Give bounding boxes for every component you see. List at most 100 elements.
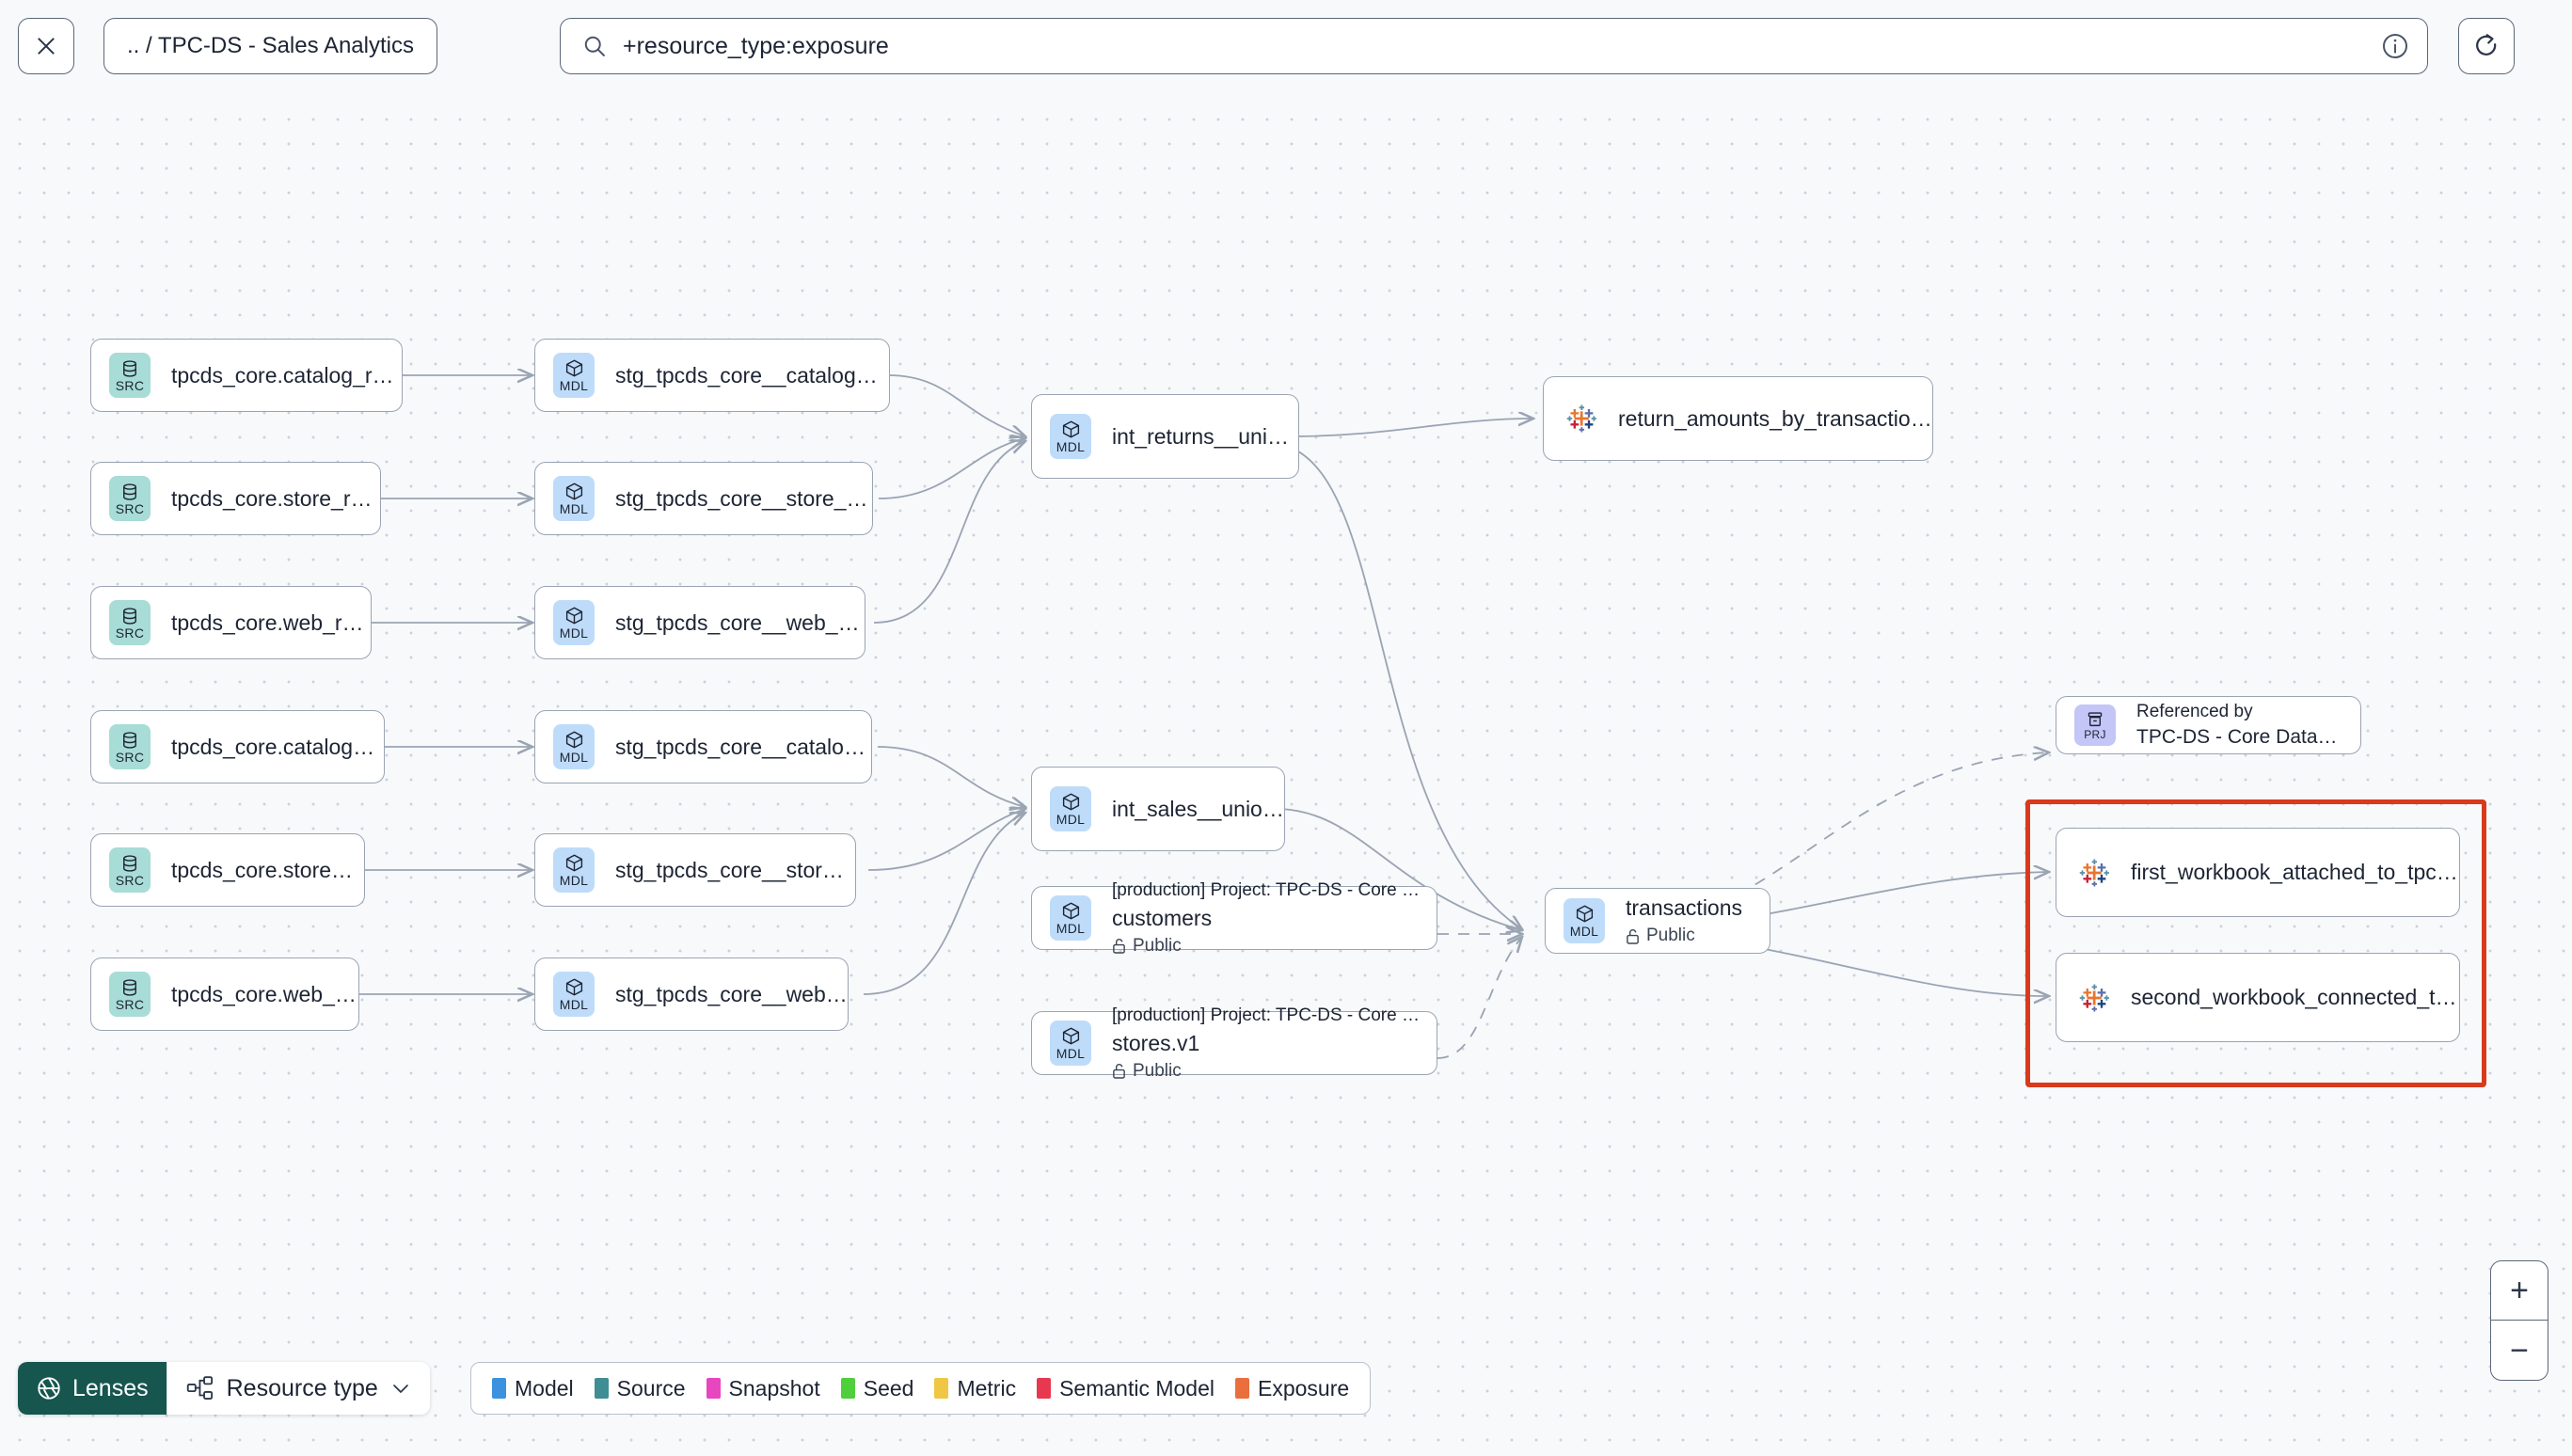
node-label: stg_tpcds_core__store_sales: [615, 857, 855, 882]
node-model-int-sales-unioned[interactable]: MDL int_sales__unioned: [1031, 767, 1285, 851]
source-badge: SRC: [109, 600, 151, 645]
node-text: Referenced by TPC-DS - Core Data Models: [2136, 702, 2339, 749]
node-source-web-returns[interactable]: SRC tpcds_core.web_returns: [90, 586, 372, 659]
close-icon: [38, 38, 55, 55]
aperture-icon: [38, 1377, 60, 1400]
model-badge: MDL: [553, 972, 595, 1017]
model-badge-label: MDL: [1056, 921, 1086, 936]
model-badge: MDL: [553, 353, 595, 398]
zoom-in-button[interactable]: +: [2491, 1261, 2548, 1321]
node-exposure-second-workbook[interactable]: second_workbook_connected_to_live…: [2056, 953, 2460, 1042]
node-model-stg-store-sales[interactable]: MDL stg_tpcds_core__store_sales: [534, 833, 856, 907]
legend-label: Exposure: [1258, 1375, 1350, 1401]
legend-item-snapshot: Snapshot: [706, 1375, 820, 1401]
legend-item-exposure: Exposure: [1235, 1376, 1349, 1401]
source-badge-label: SRC: [115, 749, 145, 765]
node-referenced-by-label: Referenced by: [2136, 702, 2253, 721]
legend-swatch: [1037, 1378, 1052, 1399]
archive-icon: [2088, 711, 2103, 726]
hierarchy-icon: [186, 1376, 213, 1400]
tableau-icon: [2079, 984, 2109, 1012]
resource-type-legend: Model Source Snapshot Seed Metric Semant…: [470, 1362, 1372, 1415]
source-badge-label: SRC: [115, 377, 145, 393]
breadcrumb-label: .. / TPC-DS - Sales Analytics: [127, 33, 414, 58]
node-model-stg-web-returns[interactable]: MDL stg_tpcds_core__web_returns: [534, 586, 865, 659]
node-exposure-first-workbook[interactable]: first_workbook_attached_to_tpc-ds_-_…: [2056, 828, 2460, 917]
resource-type-dropdown[interactable]: Resource type: [166, 1362, 430, 1415]
node-model-customers[interactable]: MDL [production] Project: TPC-DS - Core …: [1031, 880, 1437, 956]
project-badge-label: PRJ: [2084, 727, 2106, 741]
node-label: int_sales__unioned: [1112, 796, 1284, 821]
source-badge-label: SRC: [115, 625, 145, 641]
node-model-stg-store-returns[interactable]: MDL stg_tpcds_core__store_returns: [534, 462, 873, 535]
legend-label: Seed: [863, 1375, 914, 1401]
search-input[interactable]: +resource_type:exposure: [560, 18, 2428, 74]
node-model-int-returns-unioned[interactable]: MDL int_returns__unioned: [1031, 394, 1299, 479]
node-access-label: Public: [1133, 935, 1182, 956]
legend-label: Model: [515, 1375, 574, 1401]
node-access-badge: Public: [1112, 1061, 1422, 1082]
model-badge: MDL: [1564, 898, 1605, 943]
source-badge-label: SRC: [115, 500, 145, 516]
model-badge: MDL: [553, 847, 595, 893]
node-project-subtitle: [production] Project: TPC-DS - Core Data…: [1112, 1005, 1422, 1025]
lenses-button[interactable]: Lenses: [18, 1362, 167, 1415]
node-source-web-sales[interactable]: SRC tpcds_core.web_sales: [90, 957, 359, 1031]
cube-icon: [565, 607, 582, 625]
node-access-badge: Public: [1112, 936, 1422, 957]
node-label: first_workbook_attached_to_tpc-ds_-_…: [2131, 860, 2459, 884]
node-access-label: Public: [1646, 926, 1695, 945]
node-exposure-return-amounts[interactable]: return_amounts_by_transaction_type: [1543, 376, 1933, 461]
node-model-stg-catalog-sales[interactable]: MDL stg_tpcds_core__catalog_sales: [534, 710, 872, 783]
legend-item-semantic-model: Semantic Model: [1037, 1376, 1215, 1401]
resource-type-label: Resource type: [226, 1374, 378, 1401]
database-icon: [123, 854, 136, 872]
legend-label: Snapshot: [728, 1375, 820, 1401]
node-model-stg-web-sales[interactable]: MDL stg_tpcds_core__web_sales: [534, 957, 849, 1031]
node-label: stores.v1: [1112, 1030, 1200, 1055]
node-model-stg-catalog-returns[interactable]: MDL stg_tpcds_core__catalog_returns: [534, 339, 890, 412]
model-badge-label: MDL: [1056, 812, 1086, 827]
node-model-transactions[interactable]: MDL transactions Public: [1545, 888, 1770, 954]
model-badge-label: MDL: [559, 378, 589, 393]
zoom-out-button[interactable]: −: [2510, 1332, 2529, 1369]
node-label: tpcds_core.catalog_returns: [171, 362, 402, 388]
unlock-icon: [1627, 928, 1639, 944]
node-source-store-sales[interactable]: SRC tpcds_core.store_sales: [90, 833, 365, 907]
node-project-referenced-by[interactable]: PRJ Referenced by TPC-DS - Core Data Mod…: [2056, 696, 2361, 754]
cube-icon: [1062, 902, 1079, 920]
refresh-button[interactable]: [2458, 18, 2515, 74]
refresh-icon: [2476, 34, 2497, 55]
cube-icon: [1062, 793, 1079, 811]
database-icon: [123, 978, 136, 996]
chevron-down-icon: [392, 1385, 408, 1393]
top-bar: .. / TPC-DS - Sales Analytics +resource_…: [0, 0, 2572, 110]
node-label: tpcds_core.store_returns: [171, 485, 380, 511]
search-query-text: +resource_type:exposure: [623, 32, 889, 59]
cube-icon: [1576, 905, 1593, 923]
node-model-stores-v1[interactable]: MDL [production] Project: TPC-DS - Core …: [1031, 1005, 1437, 1081]
node-label: stg_tpcds_core__catalog_sales: [615, 734, 871, 759]
node-access-badge: Public: [1626, 926, 1757, 946]
model-badge-label: MDL: [1056, 1046, 1086, 1061]
cube-icon: [565, 731, 582, 749]
node-project-subtitle: [production] Project: TPC-DS - Core Data…: [1112, 879, 1422, 900]
legend-label: Metric: [957, 1375, 1017, 1401]
breadcrumb[interactable]: .. / TPC-DS - Sales Analytics: [103, 18, 437, 74]
legend-swatch: [1235, 1378, 1249, 1399]
legend-label: Semantic Model: [1059, 1375, 1215, 1401]
model-badge: MDL: [553, 476, 595, 521]
node-source-catalog-sales[interactable]: SRC tpcds_core.catalog_sales: [90, 710, 385, 783]
legend-item-source: Source: [594, 1376, 686, 1401]
model-badge-label: MDL: [559, 750, 589, 765]
unlock-icon: [1113, 938, 1125, 954]
cube-icon: [565, 978, 582, 996]
info-circle-icon[interactable]: [2380, 31, 2410, 61]
close-button[interactable]: [18, 18, 74, 74]
model-badge-label: MDL: [559, 873, 589, 888]
node-source-catalog-returns[interactable]: SRC tpcds_core.catalog_returns: [90, 339, 403, 412]
node-source-store-returns[interactable]: SRC tpcds_core.store_returns: [90, 462, 381, 535]
legend-swatch: [594, 1378, 609, 1399]
source-badge: SRC: [109, 847, 151, 893]
